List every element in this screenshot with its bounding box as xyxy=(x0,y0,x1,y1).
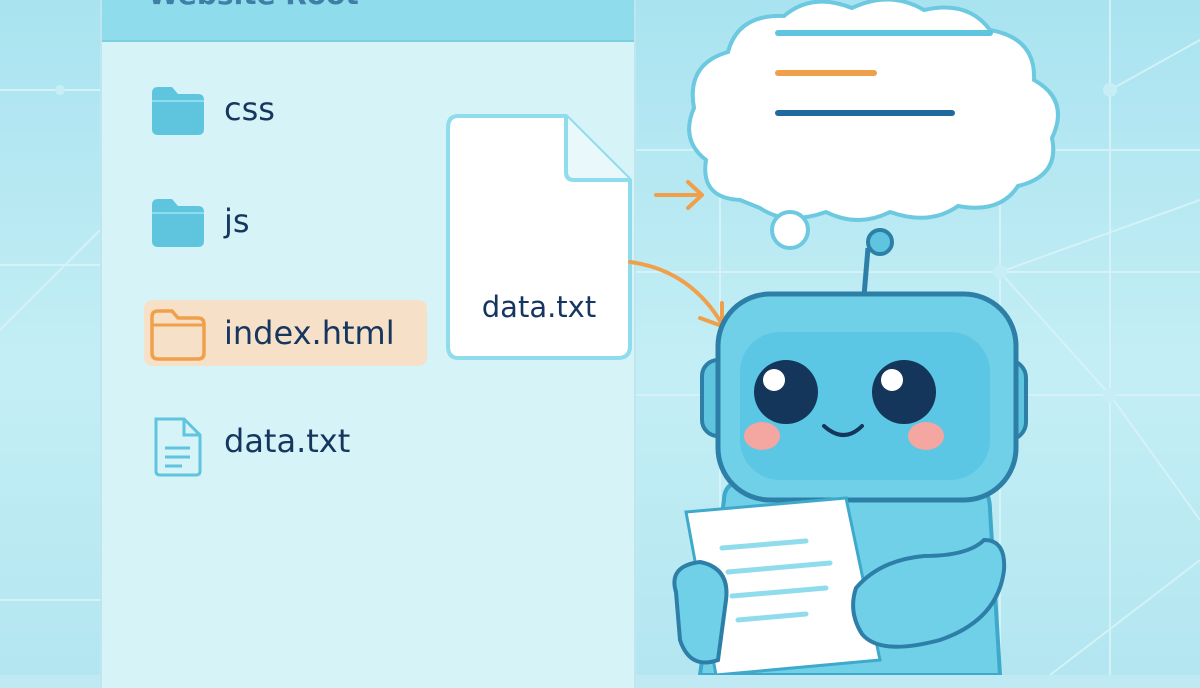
folder-label-js: js xyxy=(224,202,250,240)
document-card[interactable]: data.txt xyxy=(446,114,632,360)
folder-item-js[interactable]: js xyxy=(144,188,584,254)
file-item-data-txt[interactable]: data.txt xyxy=(144,408,584,477)
robot-illustration xyxy=(672,228,1028,675)
arrow-to-robot xyxy=(628,260,724,328)
folder-icon xyxy=(150,309,206,361)
thought-cloud xyxy=(687,0,1060,250)
folder-item-index-html[interactable]: index.html xyxy=(144,300,427,366)
folder-label-css: css xyxy=(224,90,275,128)
arrow-to-cloud xyxy=(654,180,704,210)
document-card-label: data.txt xyxy=(481,290,597,324)
panel-header: Website Root xyxy=(102,0,634,42)
file-icon xyxy=(154,417,202,477)
folder-icon xyxy=(152,199,204,247)
folder-label-index-html: index.html xyxy=(224,314,395,352)
panel-title: Website Root xyxy=(148,0,359,11)
file-label-data-txt: data.txt xyxy=(224,422,351,460)
document-icon xyxy=(446,114,632,360)
folder-icon xyxy=(152,87,204,135)
folder-item-css[interactable]: css xyxy=(144,76,584,142)
